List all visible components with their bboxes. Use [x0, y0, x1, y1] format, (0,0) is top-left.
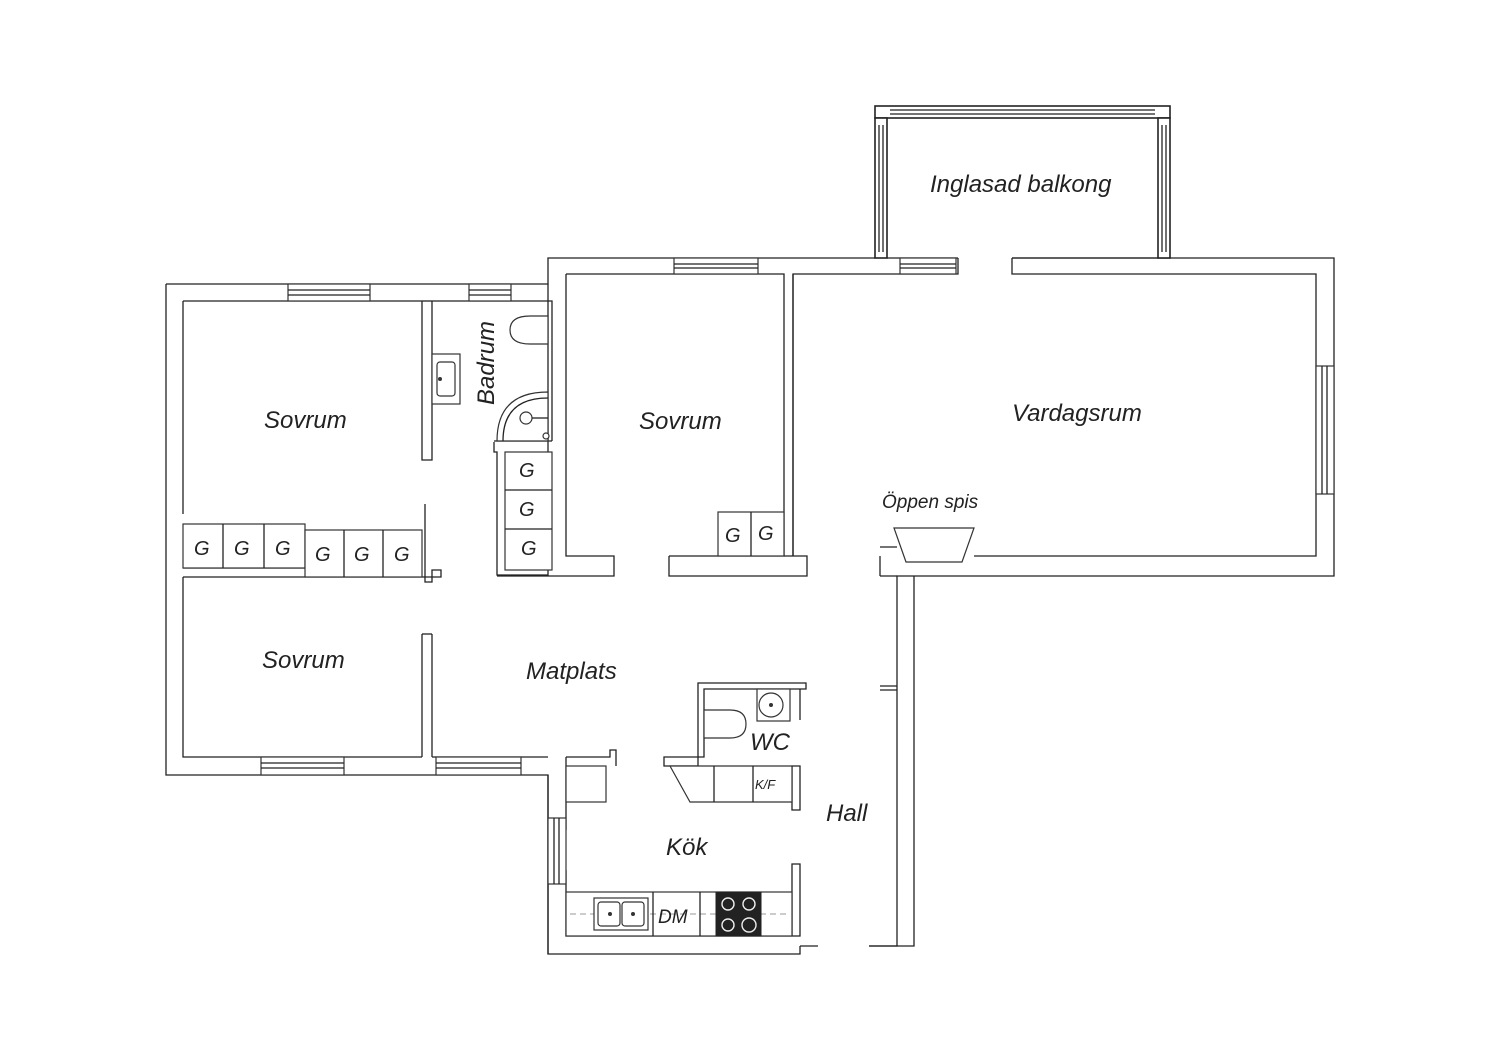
wardrobe-label: G: [725, 525, 741, 547]
room-labels: Inglasad balkong Sovrum Badrum Sovrum Va…: [262, 171, 1142, 861]
room-label-kitchen: Kök: [666, 834, 709, 861]
balcony: [874, 105, 1171, 259]
wardrobe-label: G: [521, 538, 537, 560]
fireplace-label: Öppen spis: [882, 492, 979, 513]
room-label-bathroom: Badrum: [473, 321, 500, 405]
wardrobe-label: G: [519, 460, 535, 482]
wardrobes: G G G G G G G G G G G: [182, 451, 785, 578]
kitchen-counter: DM: [565, 891, 793, 937]
wardrobe-label: G: [194, 538, 210, 560]
windows: [260, 257, 1335, 885]
room-label-living-room: Vardagsrum: [1012, 400, 1142, 427]
fridge-freezer-label: K/F: [755, 777, 776, 792]
wardrobe-label: G: [234, 538, 250, 560]
kitchen-fixtures-top: K/F: [565, 765, 793, 803]
wardrobe-label: G: [394, 544, 410, 566]
wardrobe-label: G: [519, 499, 535, 521]
dishwasher-label: DM: [658, 907, 688, 928]
wc-fixtures: [703, 688, 791, 739]
room-label-wc: WC: [750, 729, 791, 756]
wardrobe-label: G: [354, 544, 370, 566]
wardrobe-label: G: [275, 538, 291, 560]
room-label-bedroom-top-left: Sovrum: [264, 407, 347, 434]
room-label-hall: Hall: [826, 800, 868, 827]
room-label-bedroom-center: Sovrum: [639, 408, 722, 435]
bathroom-fixtures: [431, 315, 550, 442]
room-label-dining: Matplats: [526, 658, 617, 685]
fireplace: [880, 527, 975, 563]
exterior-walls: [165, 257, 1335, 955]
wardrobe-label: G: [315, 544, 331, 566]
room-label-balcony: Inglasad balkong: [930, 171, 1112, 198]
room-label-bedroom-bottom-left: Sovrum: [262, 647, 345, 674]
wardrobe-label: G: [758, 523, 774, 545]
